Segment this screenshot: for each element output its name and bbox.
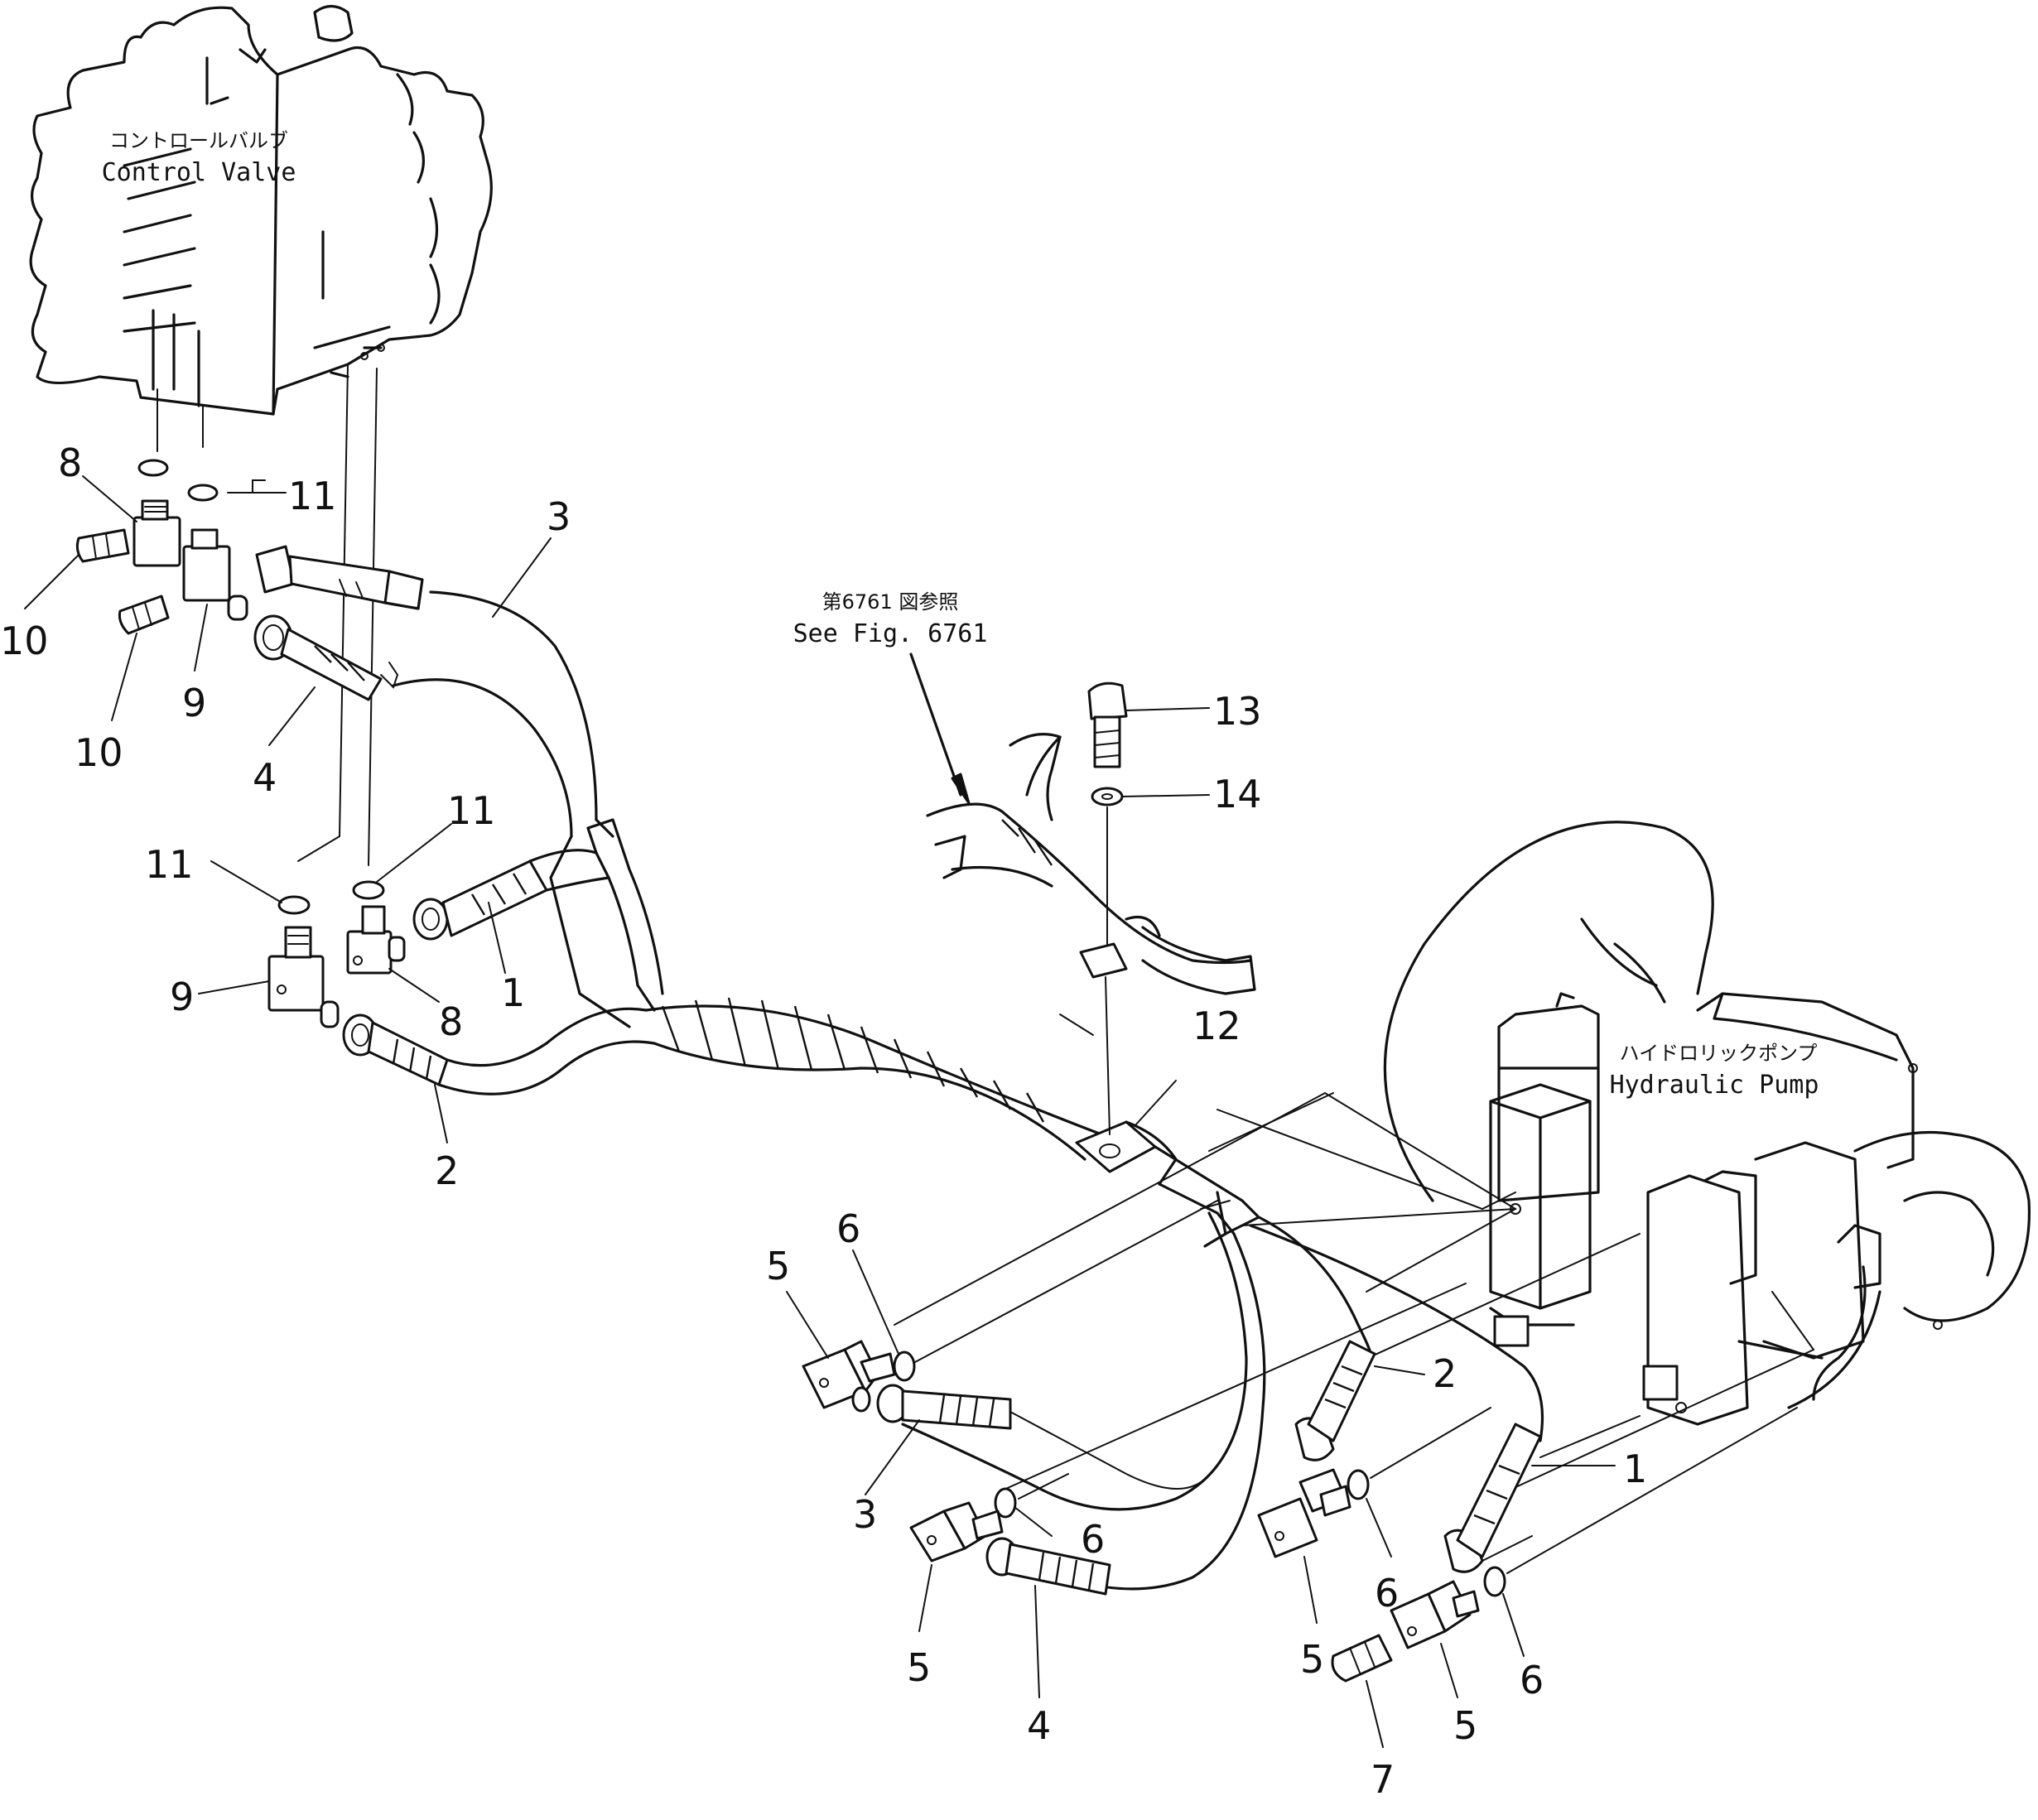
callout-2: 2 (1433, 1351, 1457, 1396)
callout-13: 13 (1213, 689, 1262, 734)
callout-2: 2 (435, 1148, 459, 1193)
callout-1: 1 (501, 970, 525, 1015)
callout-5: 5 (766, 1244, 790, 1288)
elbow-fitting-9 (182, 528, 248, 621)
pump-label-jp: ハイドロリックポンプ (1620, 1042, 1818, 1065)
o-ring (352, 880, 385, 900)
callout-12: 12 (1192, 1004, 1241, 1048)
bolt-13 (1087, 681, 1128, 768)
plug-10 (75, 528, 130, 563)
elbow-fitting-5b (909, 1501, 1004, 1562)
hose-end-3-lower (876, 1384, 1202, 1490)
callout-5: 5 (1300, 1637, 1324, 1682)
o-ring-6a (893, 1351, 916, 1382)
reference-label-en: See Fig. 6761 (793, 619, 988, 648)
hose-end-1-lower (1443, 1423, 1542, 1573)
callout-6: 6 (1520, 1658, 1544, 1702)
elbow-fitting-8-lower (346, 905, 406, 975)
callout-5: 5 (1453, 1703, 1477, 1748)
reference-arrow (909, 652, 962, 797)
o-ring-6d (1483, 1566, 1506, 1597)
callout-4: 4 (253, 755, 277, 800)
callout-9: 9 (182, 681, 206, 725)
callout-11: 11 (145, 842, 194, 887)
leader-lines (24, 475, 1616, 1748)
elbow-fitting-5a (802, 1340, 896, 1413)
callout-6: 6 (836, 1206, 860, 1251)
elbow-fitting-5d (1390, 1580, 1480, 1649)
hose-bundle (437, 818, 1103, 1161)
callouts: 8 11 10 10 9 4 3 11 11 9 8 1 2 13 14 12 … (0, 441, 1647, 1802)
callout-4: 4 (1027, 1703, 1051, 1748)
callout-1: 1 (1623, 1447, 1647, 1491)
callout-8: 8 (58, 441, 82, 485)
elbow-fitting-5c (1257, 1468, 1351, 1558)
o-ring (137, 459, 169, 477)
callout-7: 7 (1371, 1757, 1395, 1802)
callout-11: 11 (447, 788, 496, 833)
pump-label-en: Hydraulic Pump (1610, 1071, 1819, 1100)
plug-10 (118, 595, 170, 635)
control-valve-label-en: Control Valve (102, 158, 296, 187)
control-valve: コントロールバルブ Control Valve (29, 4, 493, 416)
hose-end-2-upper (342, 1014, 449, 1086)
callout-9: 9 (170, 975, 194, 1019)
callout-3: 3 (547, 494, 571, 539)
callout-11: 11 (288, 474, 337, 518)
callout-3: 3 (853, 1492, 877, 1537)
callout-6: 6 (1375, 1571, 1399, 1615)
hose-end-3-upper (255, 545, 424, 610)
o-ring-6b (994, 1487, 1017, 1519)
callout-8: 8 (439, 999, 463, 1044)
callout-10: 10 (75, 730, 123, 775)
o-ring (277, 895, 311, 915)
callout-14: 14 (1213, 772, 1262, 816)
hose-end-1-upper (412, 849, 610, 941)
hose-end-4-upper (253, 614, 399, 701)
elbow-fitting-9-lower (267, 926, 340, 1028)
elbow-fitting-8 (132, 499, 181, 567)
reference-harness (926, 733, 1256, 995)
hose-end-2-lower (1294, 1340, 1376, 1461)
callout-10: 10 (0, 619, 49, 663)
o-ring (187, 484, 219, 502)
washer-14 (1091, 787, 1124, 806)
hose-end-4-lower (985, 1537, 1111, 1596)
hydraulic-pump: ハイドロリックポンプ Hydraulic Pump (1383, 821, 2031, 1426)
callout-5: 5 (907, 1645, 931, 1690)
control-valve-label-jp: コントロールバルブ (109, 129, 288, 152)
plug-7 (1331, 1634, 1393, 1683)
o-ring-6c (1347, 1469, 1370, 1500)
callout-6: 6 (1081, 1517, 1105, 1562)
reference-label-jp: 第6761 図参照 (822, 590, 959, 614)
